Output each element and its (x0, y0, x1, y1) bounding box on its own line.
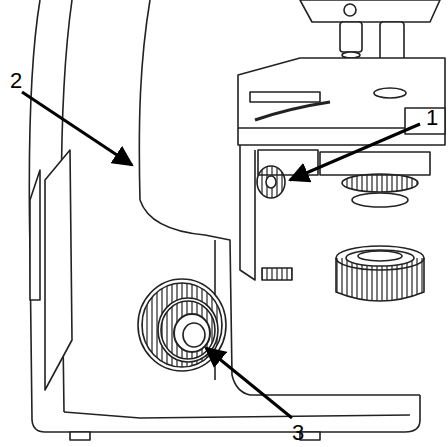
callout-number: 1 (426, 107, 438, 129)
callout-number: 3 (292, 422, 304, 444)
callout-number: 2 (10, 70, 22, 92)
leader-lines (22, 92, 420, 418)
